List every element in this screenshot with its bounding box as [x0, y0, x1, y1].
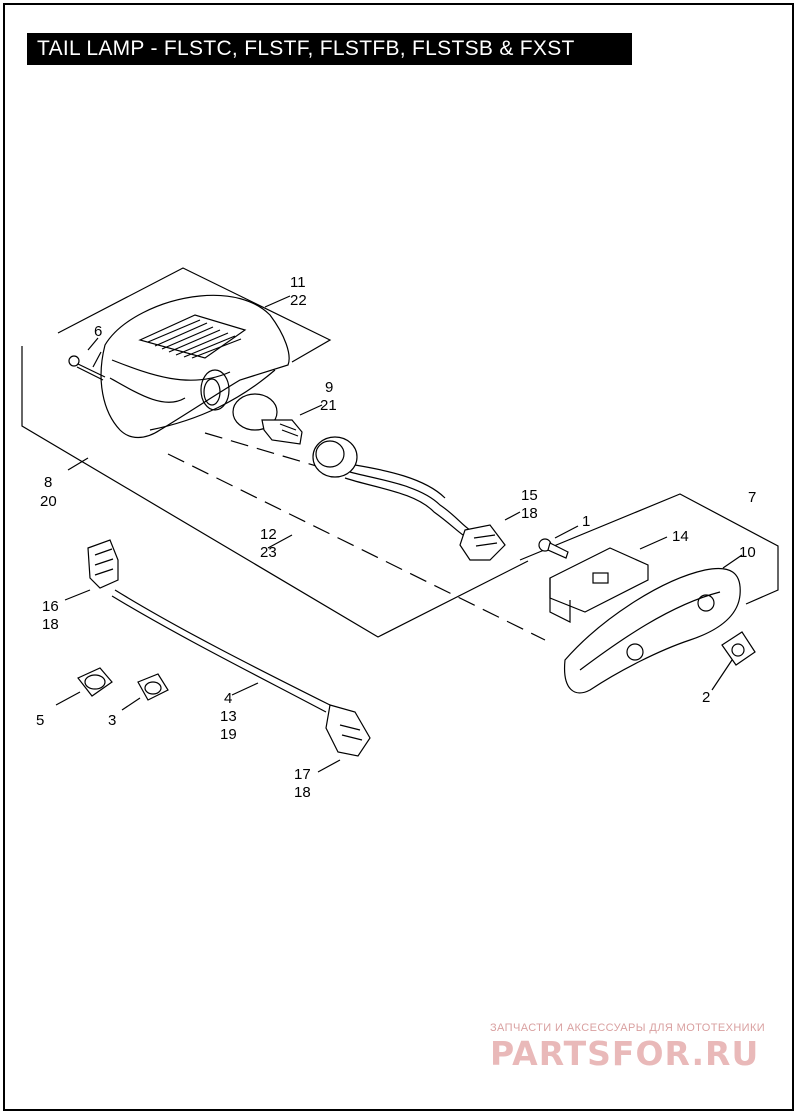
clip-3 [121, 673, 169, 711]
callout-5: 5 [36, 712, 44, 729]
bulb-9 [232, 393, 323, 445]
callout-12: 12 [260, 526, 277, 543]
callout-21: 21 [320, 397, 337, 414]
watermark-tagline: ЗАПЧАСТИ И АКСЕССУАРЫ ДЛЯ МОТОТЕХНИКИ [490, 1022, 766, 1034]
callout-16: 16 [42, 598, 59, 615]
page-title: TAIL LAMP - FLSTC, FLSTF, FLSTFB, FLSTSB… [27, 33, 632, 65]
callout-1: 1 [582, 513, 590, 530]
callout-18-c: 18 [294, 784, 311, 801]
callout-2: 2 [702, 689, 710, 706]
callout-18-a: 18 [521, 505, 538, 522]
callout-17: 17 [294, 766, 311, 783]
socket-harness-15 [312, 436, 521, 561]
watermark-logo: PARTSFOR.RU [490, 1034, 760, 1073]
callout-14: 14 [672, 528, 689, 545]
callout-19: 19 [220, 726, 237, 743]
dashed-assembly-line [167, 432, 546, 641]
lens-10 [563, 554, 743, 694]
callout-7: 7 [748, 489, 756, 506]
callout-8: 8 [44, 474, 52, 491]
wire-harness-4 [64, 539, 371, 773]
bracket-lens-assembly [519, 493, 779, 605]
callout-15: 15 [521, 487, 538, 504]
callout-4: 4 [224, 690, 232, 707]
screw-1 [538, 525, 579, 559]
callout-22: 22 [290, 292, 307, 309]
callout-20: 20 [40, 493, 57, 510]
callout-3: 3 [108, 712, 116, 729]
callout-23: 23 [260, 544, 277, 561]
bracket-lamp-assembly [57, 267, 332, 363]
screw-6 [68, 351, 106, 381]
callout-11: 11 [290, 274, 306, 291]
page-frame [3, 3, 794, 1111]
nut-2 [711, 631, 756, 691]
callout-numbers: 11 22 6 9 21 8 20 15 18 7 1 14 10 12 23 … [36, 274, 756, 801]
callout-6: 6 [94, 323, 102, 340]
callout-10: 10 [739, 544, 756, 561]
lamp-housing [100, 294, 290, 439]
clip-5 [55, 667, 113, 706]
callout-13: 13 [220, 708, 237, 725]
callout-9: 9 [325, 379, 333, 396]
bracket-tail-lamp-kit [21, 346, 529, 638]
callout-18-b: 18 [42, 616, 59, 633]
bracket-14 [549, 536, 668, 623]
